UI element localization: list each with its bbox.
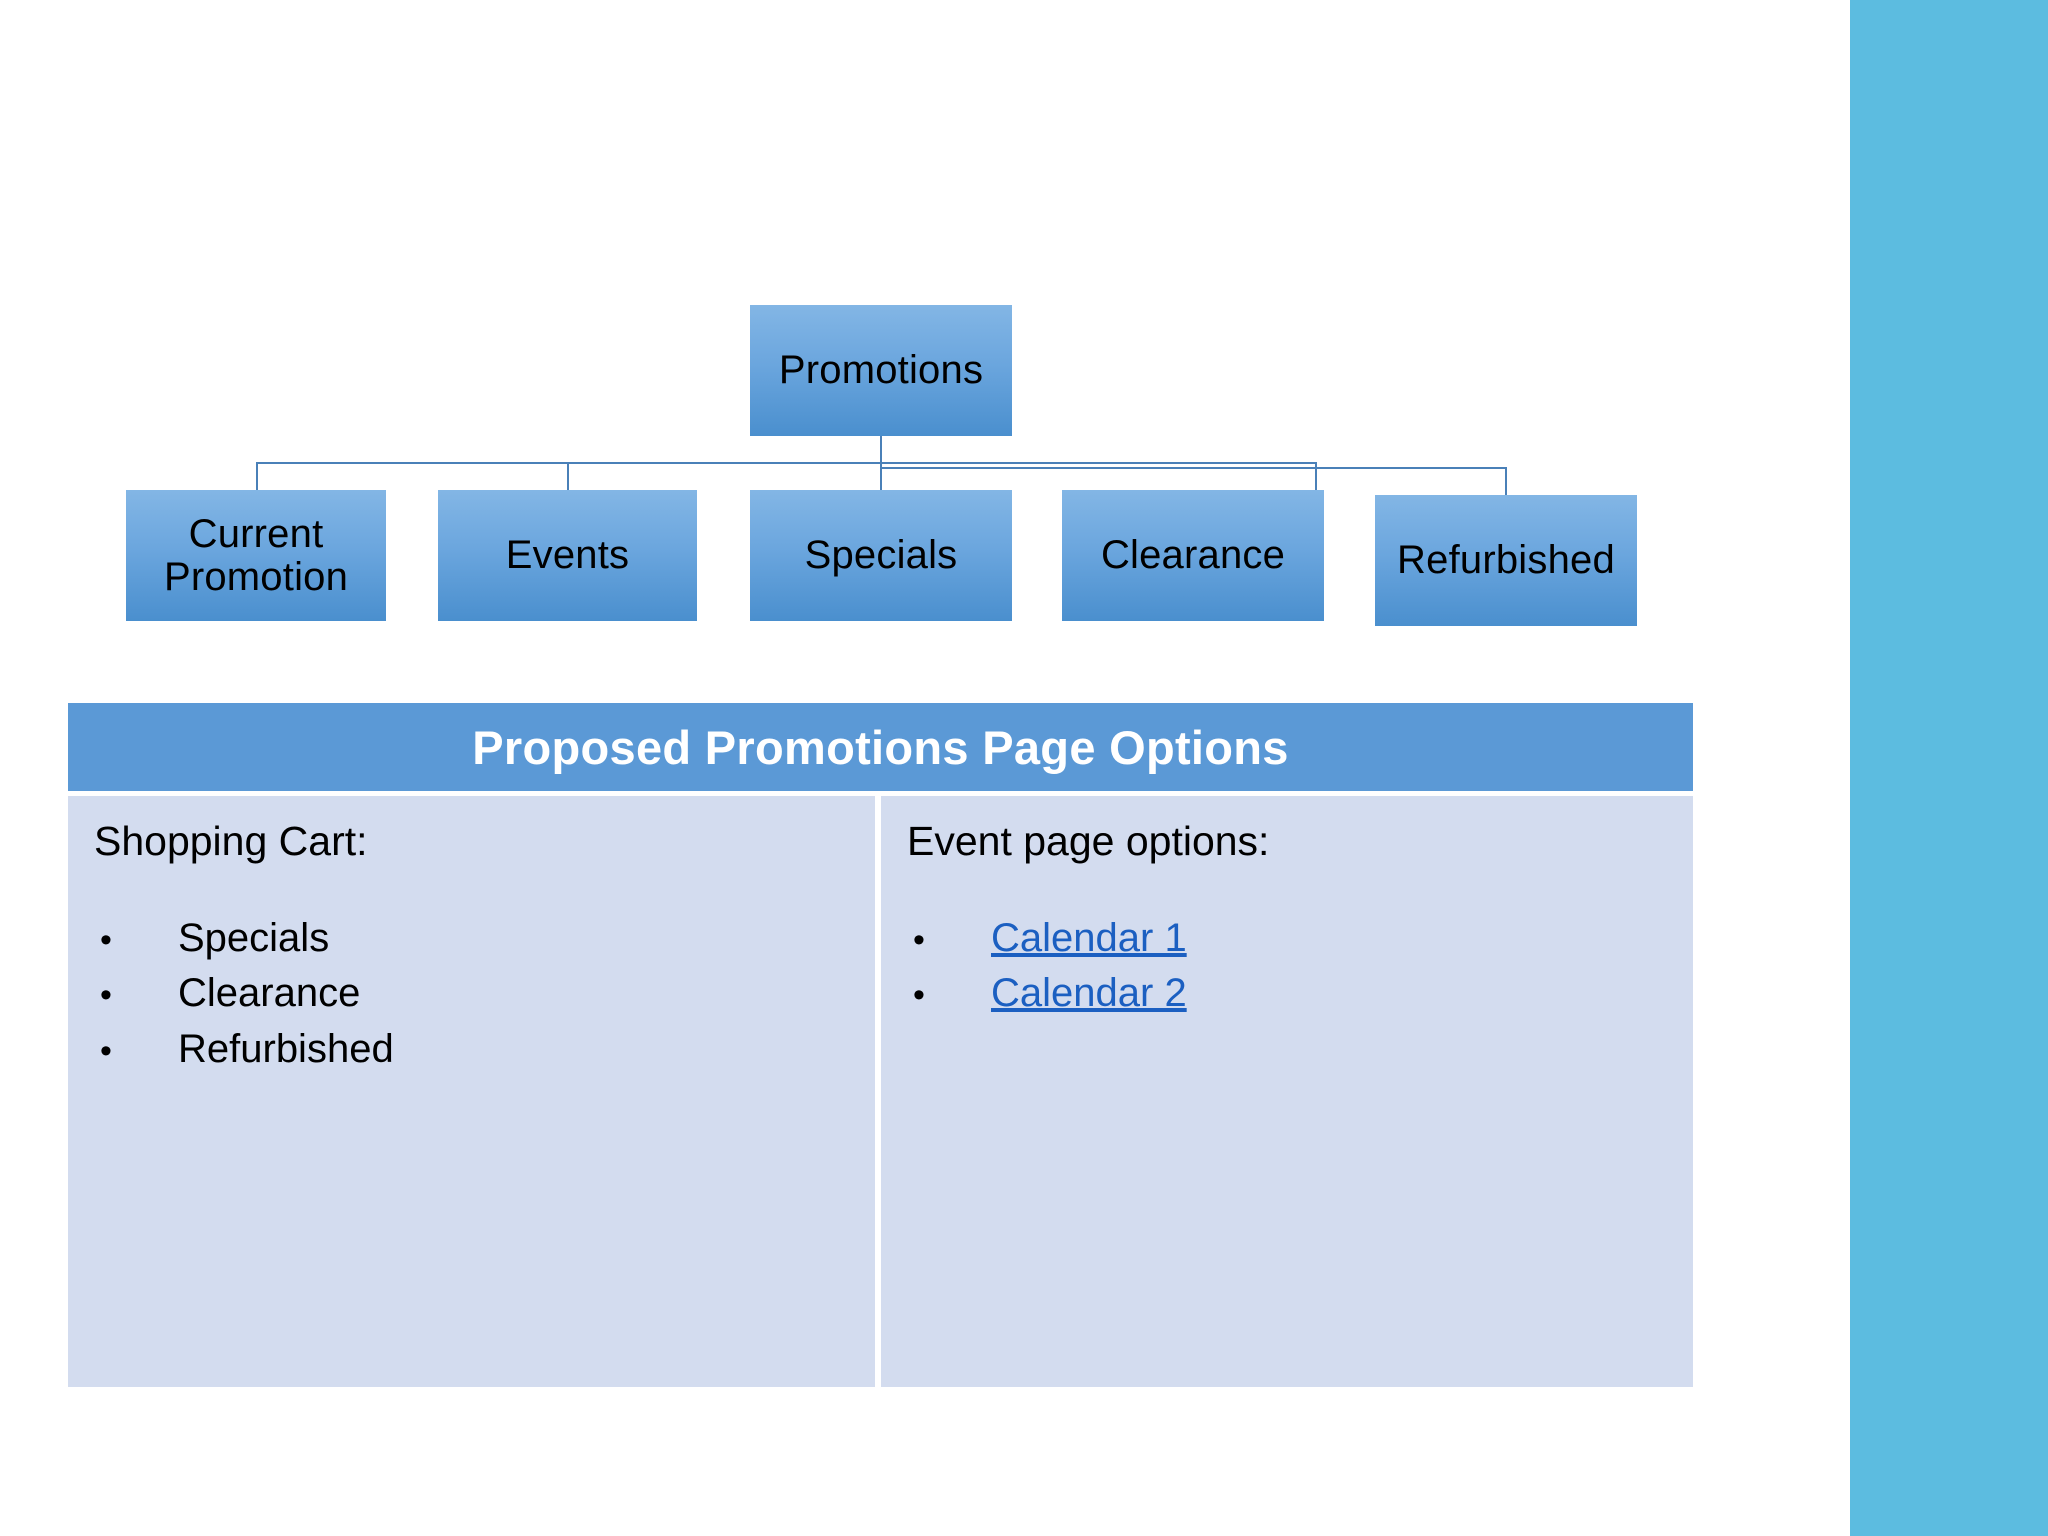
options-cell-shopping-cart: Shopping Cart: • Specials • Clearance • …	[68, 796, 875, 1387]
org-node-label-promotions: Promotions	[778, 348, 984, 393]
options-table: Proposed Promotions Page Options Shoppin…	[68, 703, 1693, 1387]
list-item-label: Specials	[178, 916, 330, 961]
connector-bus-right	[880, 467, 1506, 469]
connector-drop-refurbished	[1505, 467, 1507, 497]
options-cell-title-shopping-cart: Shopping Cart:	[94, 818, 368, 864]
bullet-icon: •	[100, 921, 112, 960]
org-node-events[interactable]: Events	[438, 490, 697, 621]
options-table-header: Proposed Promotions Page Options	[68, 703, 1693, 791]
org-chart: Promotions Current Promotion Events Spec…	[0, 0, 1850, 690]
org-node-promotions[interactable]: Promotions	[750, 305, 1012, 436]
org-node-current-promotion[interactable]: Current Promotion	[126, 490, 386, 621]
bullet-list-event-page-options: • Calendar 1 • Calendar 2	[907, 913, 1667, 1019]
org-node-label-refurbished: Refurbished	[1397, 538, 1615, 583]
list-item: • Calendar 2	[907, 968, 1667, 1019]
org-node-label-clearance: Clearance	[1100, 533, 1286, 578]
org-node-label-events: Events	[505, 533, 630, 578]
list-item: • Clearance	[94, 968, 849, 1019]
connector-drop-current-promotion	[256, 462, 258, 492]
org-node-label-current-promotion: Current Promotion	[163, 512, 349, 599]
options-table-header-text: Proposed Promotions Page Options	[472, 720, 1289, 774]
options-cell-event-page-options: Event page options: • Calendar 1 • Calen…	[881, 796, 1693, 1387]
list-item-label: Clearance	[178, 971, 361, 1016]
options-table-body: Shopping Cart: • Specials • Clearance • …	[68, 796, 1693, 1387]
org-node-clearance[interactable]: Clearance	[1062, 490, 1324, 621]
bullet-icon: •	[100, 976, 112, 1015]
bullet-list-shopping-cart: • Specials • Clearance • Refurbished	[94, 913, 849, 1075]
org-node-specials[interactable]: Specials	[750, 490, 1012, 621]
list-item-label: Refurbished	[178, 1026, 394, 1071]
list-item: • Specials	[94, 913, 849, 964]
list-item: • Calendar 1	[907, 913, 1667, 964]
link-calendar-1[interactable]: Calendar 1	[991, 916, 1187, 961]
connector-bus-left	[256, 462, 1316, 464]
connector-root-stem	[880, 436, 882, 466]
bullet-icon: •	[100, 1031, 112, 1070]
connector-drop-specials	[880, 462, 882, 492]
org-node-label-specials: Specials	[804, 533, 958, 578]
connector-drop-clearance	[1315, 462, 1317, 492]
accent-strip-right	[1850, 0, 2048, 1536]
bullet-icon: •	[913, 921, 925, 960]
org-node-refurbished[interactable]: Refurbished	[1375, 495, 1637, 626]
bullet-icon: •	[913, 976, 925, 1015]
link-calendar-2[interactable]: Calendar 2	[991, 971, 1187, 1016]
column-divider	[875, 796, 881, 1387]
options-cell-title-event-page-options: Event page options:	[907, 818, 1270, 864]
connector-drop-events	[567, 462, 569, 492]
list-item: • Refurbished	[94, 1024, 849, 1075]
